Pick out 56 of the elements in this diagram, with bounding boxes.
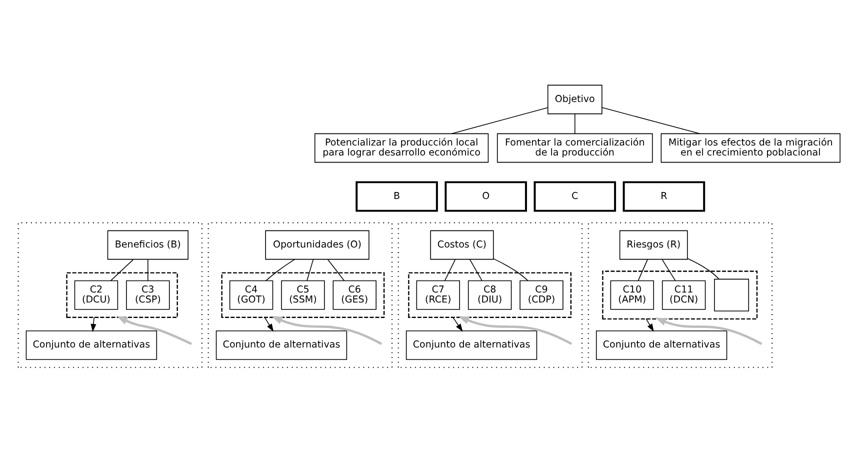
arrow: [116, 316, 192, 346]
node-box: B: [356, 181, 438, 212]
connector: [574, 113, 576, 134]
arrow: [646, 318, 654, 332]
connector: [266, 258, 296, 282]
arrow: [264, 316, 274, 332]
arrow: [452, 316, 463, 332]
node-box: Beneficios (B): [107, 230, 188, 260]
cluster: [18, 222, 203, 368]
node-box: C: [534, 181, 616, 212]
node-box: Costos (C): [430, 230, 494, 260]
node-box: Potencializar la producción local para lograr desarrollo económico: [314, 133, 489, 163]
node-box: O: [444, 181, 527, 212]
node-box: Oportunidades (O): [265, 230, 370, 260]
connector: [110, 259, 134, 282]
connector: [493, 258, 528, 281]
node-box: C2 (DCU): [74, 280, 118, 310]
cluster: [221, 272, 385, 318]
arrow: [458, 316, 572, 345]
node-box: Objetivo: [547, 84, 602, 114]
node-box: C11 (DCN): [662, 280, 706, 310]
node-box: Fomentar la comercialización de la producción: [496, 133, 653, 163]
connector: [444, 259, 456, 282]
node-box: C3 (CSP): [126, 280, 170, 310]
cluster: [398, 222, 583, 368]
node-box: C8 (DIU): [468, 280, 512, 310]
connector: [327, 259, 345, 282]
node-box: C9 (CDP): [520, 280, 564, 310]
cluster: [602, 270, 758, 320]
connector: [687, 258, 720, 280]
node-box: Conjunto de alternativas: [26, 330, 158, 360]
cluster: [208, 222, 393, 368]
node-box: C4 (GOT): [229, 280, 274, 310]
arrow: [271, 316, 382, 345]
node-box: Riesgos (R): [619, 230, 688, 260]
node-box: Conjunto de alternativas: [216, 330, 348, 360]
node-box: C10 (APM): [610, 280, 654, 310]
arrow: [655, 318, 762, 345]
node-box: Conjunto de alternativas: [406, 330, 538, 360]
connector: [469, 259, 482, 282]
node-box: [714, 278, 750, 312]
cluster: [66, 272, 178, 318]
connector: [662, 259, 676, 282]
cluster: [408, 272, 572, 318]
node-box: C7 (RCE): [416, 280, 460, 310]
node-box: C5 (SSM): [281, 280, 325, 310]
connector: [451, 107, 548, 134]
node-box: R: [622, 181, 706, 212]
connector: [306, 259, 314, 282]
node-box: Conjunto de alternativas: [596, 330, 728, 360]
node-box: C6 (GES): [332, 280, 376, 310]
connector: [602, 107, 700, 134]
cluster: [588, 222, 773, 368]
connector: [638, 259, 648, 282]
node-box: Mitigar los efectos de la migración en el crecimiento poblacional: [660, 133, 840, 163]
arrow: [90, 316, 96, 332]
